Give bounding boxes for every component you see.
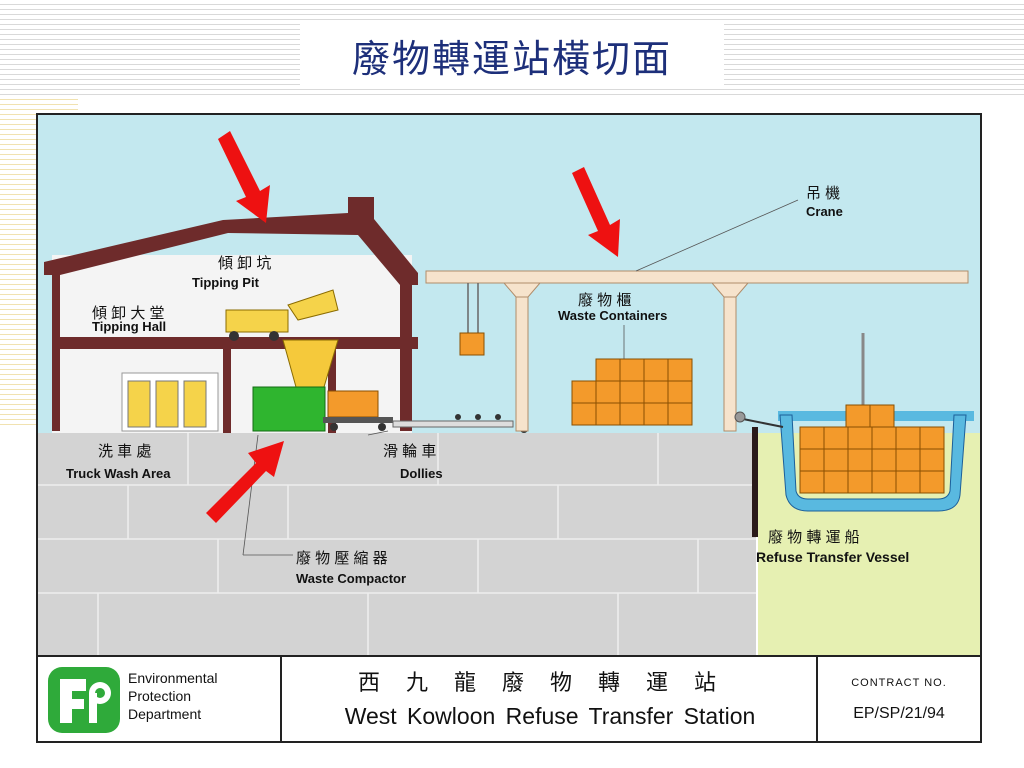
ground-slab [38, 433, 756, 655]
red-arrow-icon [206, 441, 284, 523]
label-truck-wash-en: Truck Wash Area [66, 466, 171, 481]
title-background [300, 24, 724, 86]
label-truck-wash-zh: 洗 車 處 [98, 443, 151, 460]
label-vessel-zh: 廢 物 轉 運 船 [768, 528, 860, 546]
station-name-en: West Kowloon Refuse Transfer Station [344, 703, 756, 729]
label-crane-en: Crane [806, 204, 843, 219]
label-tipping-hall-en: Tipping Hall [92, 319, 166, 334]
station-name-zh: 西九龍廢物轉運站 [357, 671, 742, 696]
quay-wall [752, 427, 758, 537]
label-containers-en: Waste Containers [558, 308, 667, 323]
label-tipping-pit-zh: 傾 卸 坑 [218, 255, 271, 272]
label-tipping-hall-zh: 傾 卸 大 堂 [92, 305, 165, 322]
label-vessel-en: Refuse Transfer Vessel [756, 549, 909, 565]
department-name: Environmental Protection Department [128, 670, 218, 722]
red-arrow-icon [218, 131, 270, 223]
cross-section-diagram: 傾 卸 坑 Tipping Pit 傾 卸 大 堂 Tipping Hall 洗… [36, 113, 982, 743]
transfer-building [44, 197, 418, 433]
department-cell: Environmental Protection Department [38, 657, 282, 741]
contract-label: CONTRACT NO. [851, 677, 947, 689]
vessel-containers [799, 404, 945, 494]
label-tipping-pit-en: Tipping Pit [192, 275, 260, 290]
contract-cell: CONTRACT NO. EP/SP/21/94 [818, 657, 980, 741]
slide-title: 廢物轉運站橫切面 [351, 37, 672, 81]
compactor-unit [252, 386, 326, 432]
title-block: Environmental Protection Department 西九龍廢… [38, 655, 980, 741]
hanging-container [459, 332, 485, 356]
diagram-canvas: 傾 卸 坑 Tipping Pit 傾 卸 大 堂 Tipping Hall 洗… [38, 115, 980, 655]
crane-gantry [425, 270, 969, 432]
label-compactor-en: Waste Compactor [296, 571, 406, 586]
label-crane-zh: 吊 機 [806, 185, 840, 202]
container-stack [571, 358, 693, 426]
epd-logo-icon [48, 667, 120, 733]
label-compactor-zh: 廢 物 壓 縮 器 [296, 549, 388, 567]
label-containers-zh: 廢 物 櫃 [578, 291, 631, 309]
label-dollies-en: Dollies [400, 466, 443, 481]
station-name-cell: 西九龍廢物轉運站 West Kowloon Refuse Transfer St… [282, 657, 818, 741]
ground-block-lines [38, 433, 756, 655]
contract-number: EP/SP/21/94 [853, 705, 945, 722]
label-dollies-zh: 滑 輪 車 [383, 443, 436, 460]
red-arrow-icon [572, 167, 620, 257]
